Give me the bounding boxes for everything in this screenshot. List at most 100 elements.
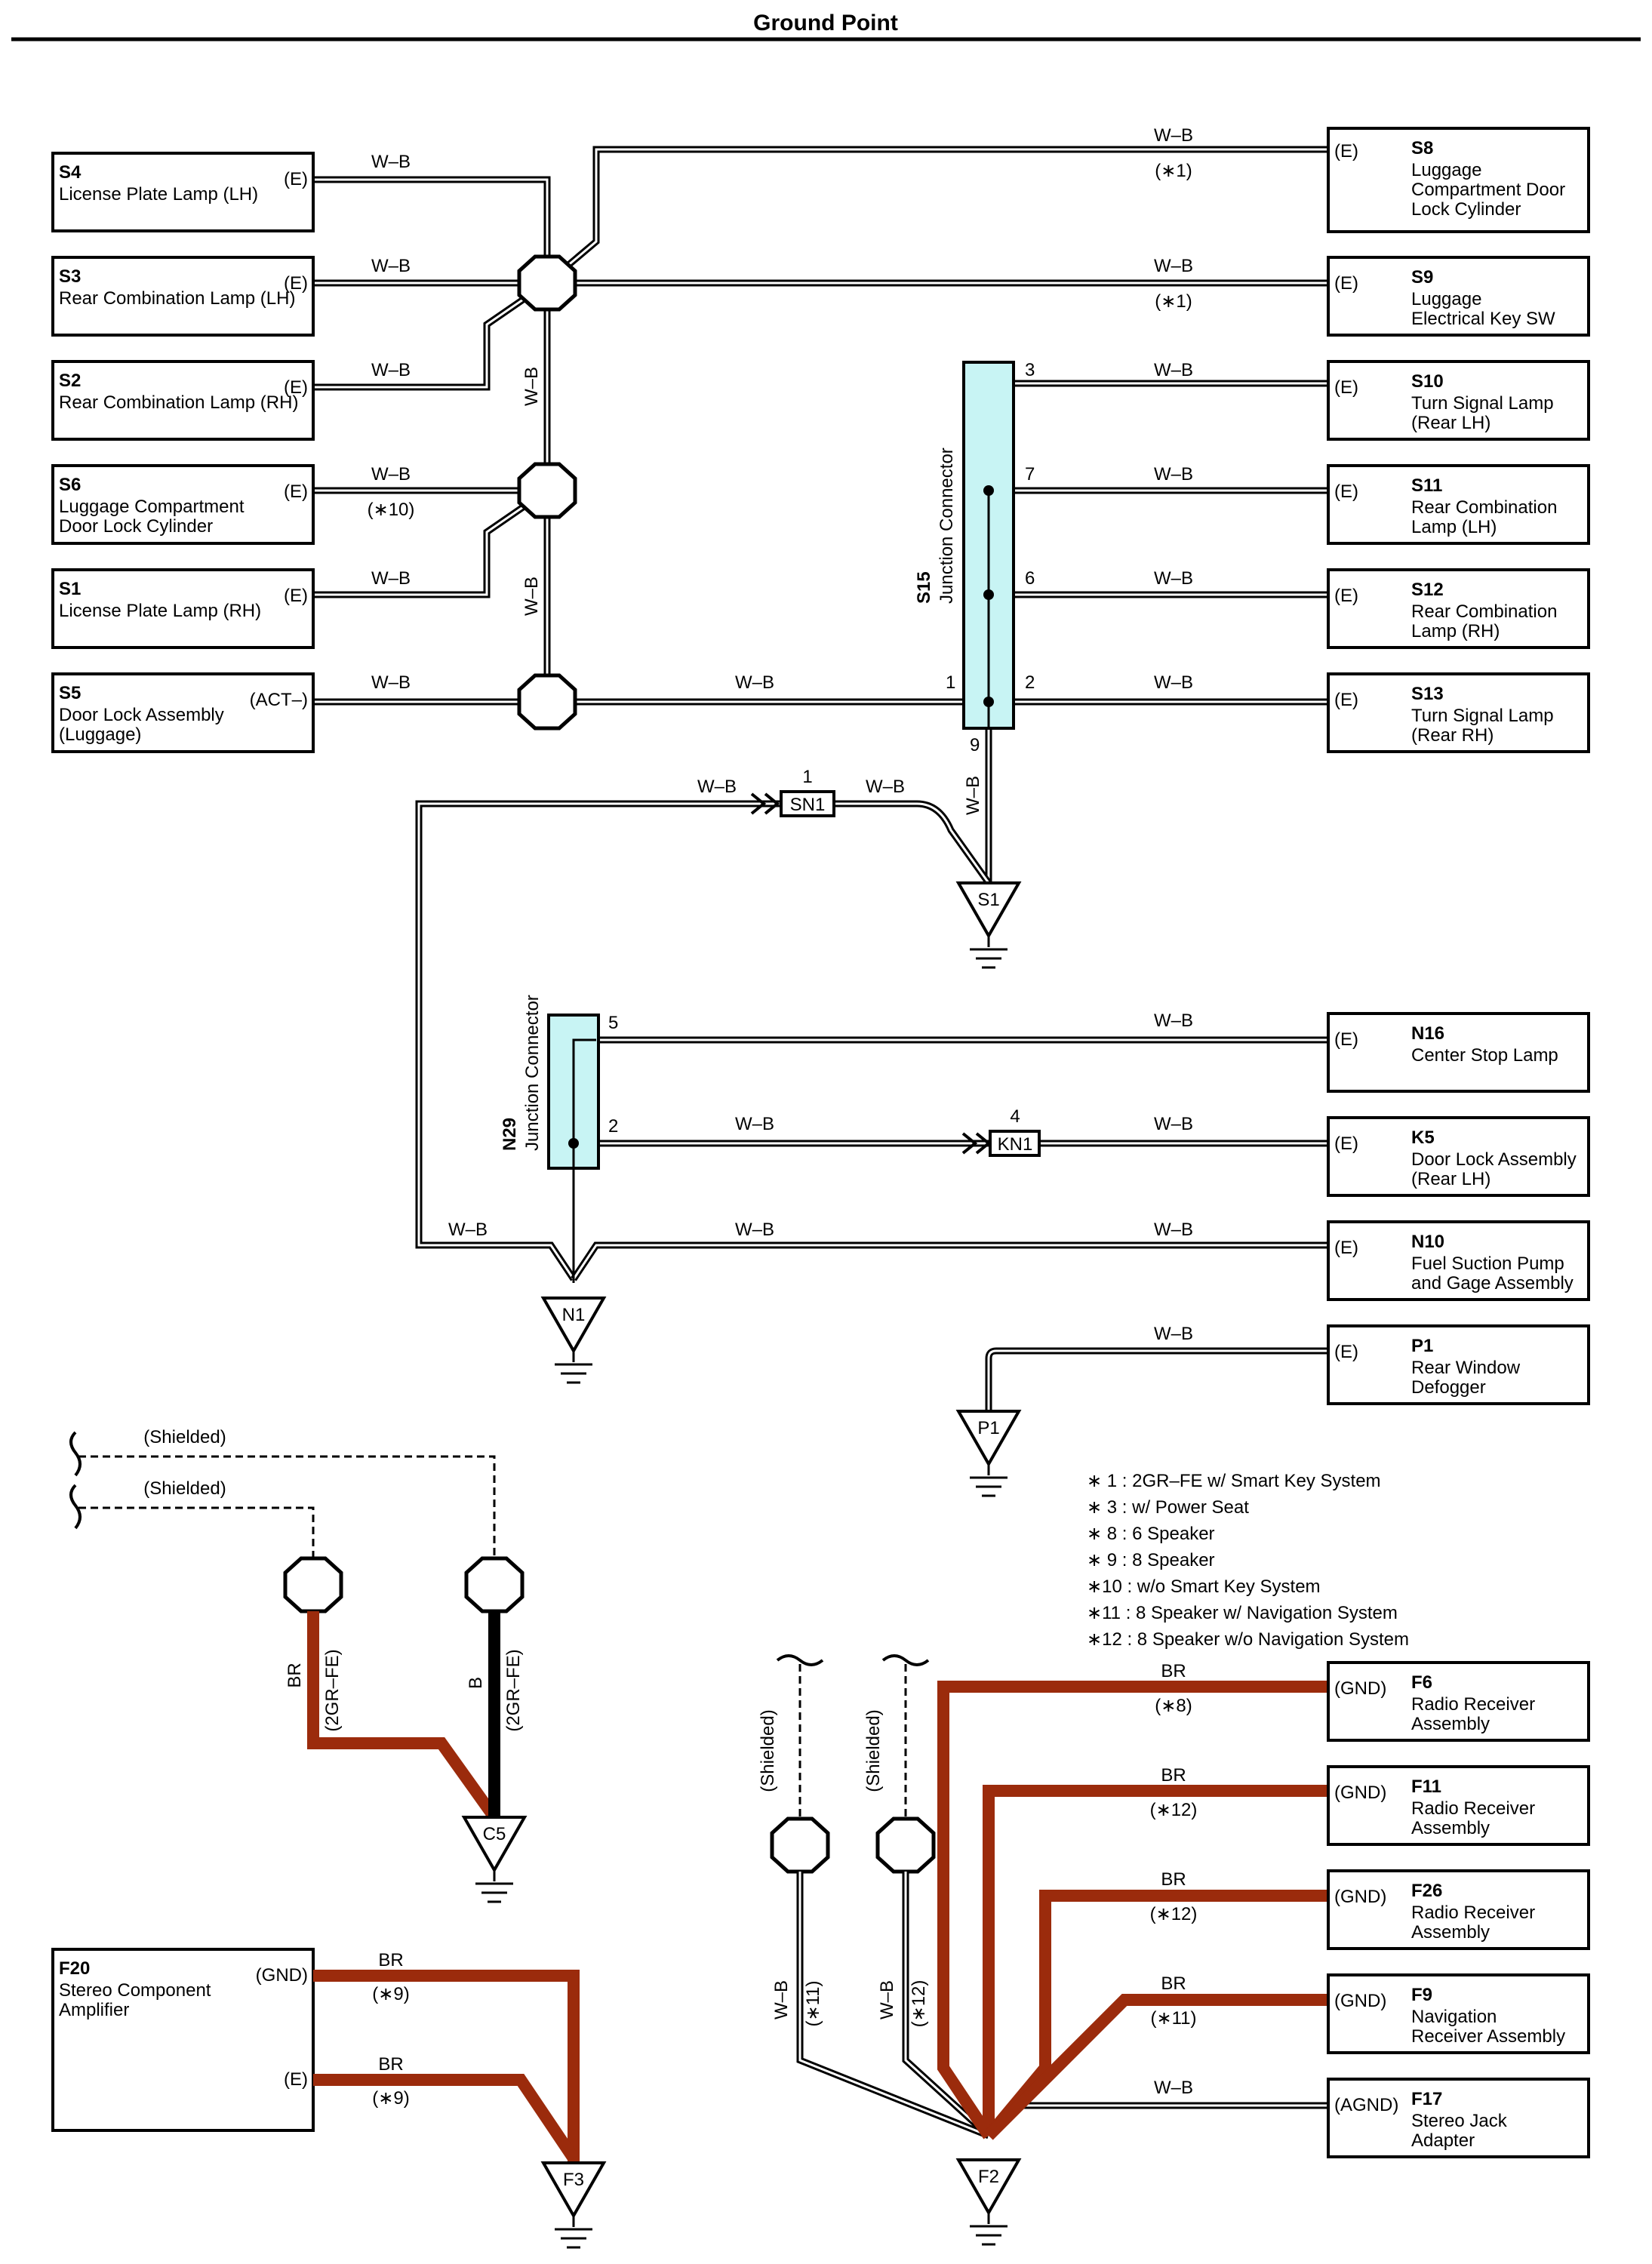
wire-note: (∗11) [1150, 2008, 1196, 2029]
component-name: Luggage [1411, 289, 1481, 309]
wire-color-label: W–B [1154, 464, 1193, 484]
component-box-f20 [51, 1948, 315, 2132]
wire-color-label: W–B [735, 1114, 774, 1134]
wire-note: (∗1) [1155, 161, 1192, 181]
ground-f2: F2 [955, 2158, 1022, 2246]
pin-number: 3 [1025, 360, 1035, 380]
wire-color-label: W–B [371, 464, 411, 484]
component-name: Door Lock Assembly [59, 705, 224, 725]
component-box-s1 [51, 568, 315, 649]
wire-color-label: W–B [1154, 1114, 1193, 1134]
shield-octagon [464, 1556, 525, 1613]
component-box-s9 [1327, 256, 1590, 337]
right-middle-components: (E) N16 Center Stop Lamp (E) K5 Door Loc… [448, 1010, 1590, 1405]
component-name: Lamp (RH) [1411, 621, 1500, 641]
wire-color-label: W–B [1154, 1324, 1193, 1344]
upper-wiring [313, 146, 1328, 1411]
wire-color-label: BR [285, 1663, 305, 1687]
component-id: S10 [1411, 371, 1444, 392]
component-id: S2 [59, 371, 81, 391]
junction-label: Junction Connector [522, 995, 543, 1151]
wire-color-label: BR [378, 2054, 403, 2075]
terminal-label: (E) [284, 2069, 308, 2090]
component-name: Luggage [1411, 160, 1481, 180]
pin-number: 9 [970, 735, 980, 755]
component-id: F9 [1411, 1985, 1432, 2005]
component-id: F11 [1411, 1776, 1441, 1797]
component-name: License Plate Lamp (LH) [59, 184, 258, 205]
pin-number: 2 [1025, 672, 1035, 693]
component-name: Lock Cylinder [1411, 199, 1521, 220]
component-box-s5 [51, 672, 315, 753]
component-id: S9 [1411, 267, 1433, 288]
splice-box [989, 1130, 1041, 1157]
ground-id: S1 [977, 890, 999, 910]
ground-id: P1 [977, 1418, 999, 1438]
ground-n1: N1 [540, 1297, 607, 1384]
ground-id: N1 [562, 1305, 586, 1325]
component-name: Assembly [1411, 1818, 1490, 1838]
component-box-s8 [1327, 127, 1590, 233]
terminal-label: (E) [1334, 273, 1358, 294]
component-box-p1 [1327, 1324, 1590, 1405]
component-box-n10 [1327, 1220, 1590, 1301]
component-name: Lamp (LH) [1411, 517, 1497, 537]
terminal-label: (E) [1334, 690, 1358, 710]
wire-color-label: W–B [877, 1980, 897, 2019]
component-id: N10 [1411, 1232, 1444, 1252]
component-id: P1 [1411, 1336, 1433, 1356]
terminal-label: (GND) [1334, 1887, 1386, 1907]
component-name: (Rear RH) [1411, 725, 1494, 746]
component-box-f9 [1327, 1973, 1590, 2054]
wire-color-label: W–B [866, 777, 905, 797]
component-name: Turn Signal Lamp [1411, 706, 1554, 726]
right-upper-wire-labels: W–B (∗1) W–B (∗1) W–B W–B W–B W–B [1154, 125, 1193, 693]
pin-number: 2 [608, 1116, 618, 1137]
legend-item: ∗ 3 : w/ Power Seat [1087, 1497, 1249, 1518]
terminal-label: (E) [284, 586, 308, 606]
wire-color-label: W–B [371, 360, 411, 380]
wire-color-label: B [466, 1677, 486, 1689]
pin-number: 1 [946, 672, 955, 693]
component-box-s2 [51, 360, 315, 441]
ground-f3: F3 [540, 2161, 607, 2249]
wire-color-label: W–B [371, 568, 411, 589]
junction-connector-s15: 3 7 6 1 2 9 S15 Junction Connector W–B [914, 360, 1035, 815]
component-id: S13 [1411, 684, 1444, 704]
terminal-label: (E) [1334, 377, 1358, 398]
wire-color-label: W–B [1154, 1010, 1193, 1031]
component-box-s12 [1327, 568, 1590, 649]
wire-color-label: W–B [1154, 1220, 1193, 1240]
pin-number: 5 [608, 1013, 618, 1033]
wire-note: (∗12) [909, 1980, 929, 2028]
terminal-label: (E) [1334, 141, 1358, 161]
wire-color-label: W–B [1154, 125, 1193, 146]
wire-note: (∗11) [803, 1980, 823, 2026]
shielded-c5-section: (Shielded) (Shielded) BR (2GR–FE) B (2GR… [69, 1427, 525, 1821]
shielded-label: (Shielded) [758, 1709, 778, 1792]
terminal-label: (GND) [1334, 1991, 1386, 2011]
component-box-s11 [1327, 464, 1590, 545]
junction-label: Junction Connector [937, 448, 957, 604]
terminal-label: (E) [1334, 1238, 1358, 1258]
wire-color-label: BR [1161, 1973, 1186, 1994]
terminal-label: (E) [284, 273, 308, 294]
component-name: Assembly [1411, 1922, 1490, 1943]
component-id: F20 [59, 1958, 90, 1979]
wire-color-label: W–B [371, 152, 411, 172]
terminal-label: (E) [284, 481, 308, 502]
terminal-label: (GND) [1334, 1783, 1386, 1803]
component-name: and Gage Assembly [1411, 1273, 1574, 1293]
legend-item: ∗ 1 : 2GR–FE w/ Smart Key System [1087, 1471, 1381, 1491]
component-id: S3 [59, 266, 81, 287]
right-upper-components: (E) S8 Luggage Compartment Door Lock Cyl… [1327, 127, 1590, 753]
shielded-label: (Shielded) [863, 1709, 884, 1792]
component-name: Assembly [1411, 1714, 1490, 1734]
wire-color-label: BR [1161, 1661, 1186, 1681]
component-name: Door Lock Cylinder [59, 516, 213, 537]
component-id: S4 [59, 162, 82, 183]
ground-s1: S1 [955, 881, 1022, 969]
wire-color-label: W–B [1154, 2078, 1193, 2098]
legend-item: ∗ 9 : 8 Speaker [1087, 1550, 1215, 1570]
